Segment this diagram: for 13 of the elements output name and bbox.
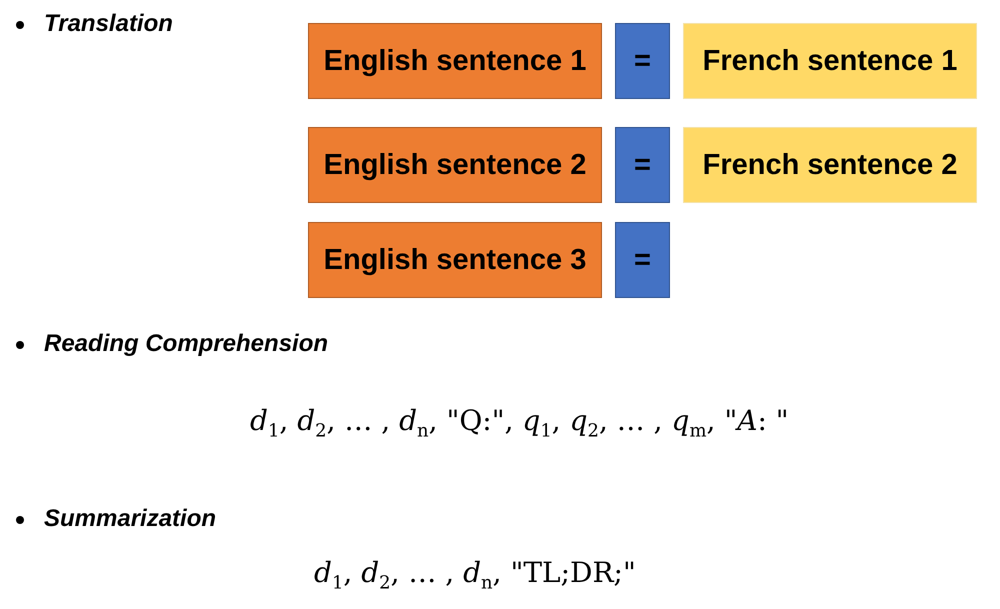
section-heading: Translation (44, 10, 173, 38)
section-heading: Reading Comprehension (44, 330, 328, 358)
english-sentence-box: English sentence 3 (308, 222, 602, 298)
formula: d$_{1}$, d$_{2}$, … , d$_{n}$, "Q:", q$_{1}$, q$_{2}$, … , q$_{m}$, "A: " (250, 404, 789, 442)
french-sentence-box: French sentence 1 (683, 23, 977, 99)
french-sentence-box: French sentence 2 (683, 127, 977, 203)
equals-box: = (615, 222, 670, 298)
english-sentence-box: English sentence 2 (308, 127, 602, 203)
formula: d$_{1}$, d$_{2}$, … , d$_{n}$, "TL;DR;" (314, 556, 636, 594)
equals-box: = (615, 23, 670, 99)
english-sentence-box: English sentence 1 (308, 23, 602, 99)
equals-box: = (615, 127, 670, 203)
section-heading: Summarization (44, 505, 216, 533)
